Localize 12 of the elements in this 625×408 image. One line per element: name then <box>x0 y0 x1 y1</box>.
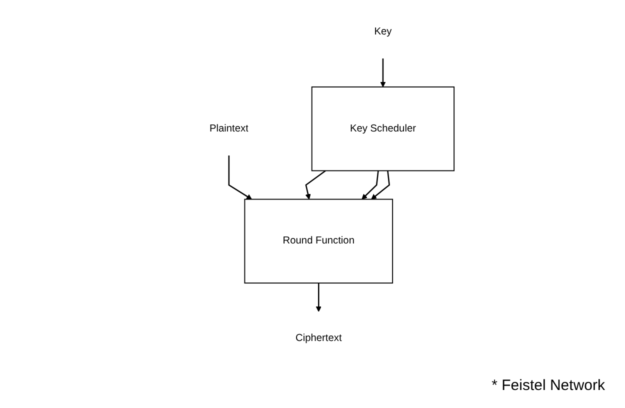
arrow <box>380 58 386 88</box>
node-text: Ciphertext <box>295 332 342 344</box>
node-text: Plaintext <box>209 123 248 134</box>
arrow <box>228 156 252 200</box>
node-text: Key <box>374 26 392 37</box>
node-box: Round Function <box>244 198 393 284</box>
arrow <box>361 170 379 200</box>
arrow <box>316 283 322 312</box>
node-box: Key Scheduler <box>311 86 454 172</box>
arrow <box>305 170 326 200</box>
arrow <box>370 170 390 200</box>
footnote: * Feistel Network <box>492 377 605 394</box>
